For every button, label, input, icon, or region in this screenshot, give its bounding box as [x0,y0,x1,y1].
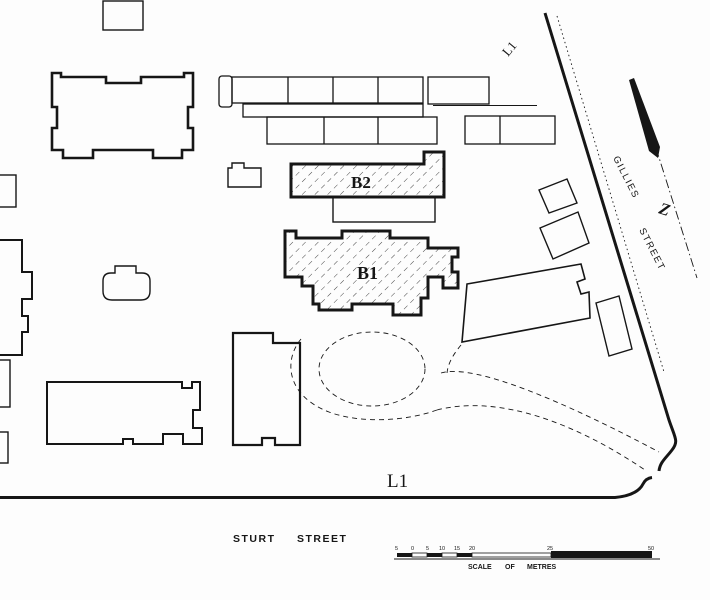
north-arrow-dashline [655,147,698,279]
outbuilding-row2 [266,116,438,145]
scale-bar-segment [471,552,552,558]
scale-bar-segment [457,553,472,557]
outbuilding-row1-east [427,76,490,105]
building-angled-large [461,263,591,343]
scale-bar-ticks: 5 0 5 10 15 20 25 50 [395,546,654,552]
driveway-north-edge [440,371,660,453]
scale-bar-caption: SCALE OF METRES [468,564,557,571]
building-round-kiosk [102,265,151,301]
scale-tick: 15 [454,546,460,552]
building-annex-west-of-b2 [227,162,262,188]
north-needle-icon [629,78,660,158]
lot-label-bottom: L1 [387,471,408,492]
outbuilding-narrow-end [218,75,233,108]
building-southwest-long [46,381,203,445]
building-b2-label: B2 [351,173,371,192]
scale-bar-segment [411,552,428,558]
building-north-small [102,0,144,31]
north-letter: Z [656,198,673,220]
building-b1-outline [283,229,460,317]
building-angled-street-small-2 [539,211,590,260]
driveway-connector [446,344,462,374]
scale-caption-word1: SCALE [468,564,492,571]
driveway-south-edge [436,405,646,471]
scale-caption-word2: OF [505,564,515,571]
building-b2-south-wing [332,196,436,223]
building-west-partial-2 [0,239,33,356]
scale-bar-segment [397,553,412,557]
driveway [290,331,660,471]
building-b1-label: B1 [357,263,378,283]
building-central-tall [231,331,302,447]
boundary-sturt-street-edge [0,476,653,499]
gillies-street-word2: STREET [636,226,667,272]
north-arrow: Z [629,78,698,279]
outbuilding-rows [218,75,556,145]
street-labels: GILLIES STREET STURT STREET [233,154,667,545]
registered-buildings: B2 B1 [283,150,460,317]
site-boundaries [0,12,678,499]
scale-tick: 5 [426,546,429,552]
scale-tick: 5 [395,546,398,552]
scale-tick: 25 [547,546,553,552]
outbuilding-row1 [231,76,424,104]
boundary-gillies-street-edge [543,12,678,472]
sturt-street-word2: STREET [297,533,347,545]
lot-label-top: L1 [499,38,520,59]
building-west-partial-3 [0,359,11,408]
building-west-partial-4 [0,431,9,464]
gillies-street-word1: GILLIES [610,154,641,200]
building-b2-outline [289,150,446,199]
scale-bar-segment [551,551,652,558]
scale-tick: 20 [469,546,475,552]
building-west-partial-1 [0,174,17,208]
outbuilding-row2-east [464,115,556,145]
driveway-oval [318,331,426,407]
scale-bar: 5 0 5 10 15 20 25 50 SCALE OF METRES [394,546,660,571]
scale-caption-word3: METRES [527,564,557,571]
building-angled-street-small-3 [595,295,633,357]
building-angled-street-small-1 [538,178,578,214]
scale-tick: 50 [648,546,654,552]
scale-bar-segment [427,553,442,557]
scale-tick: 10 [439,546,445,552]
outbuilding-row2-strip [242,103,424,118]
sturt-street-word1: STURT [233,533,276,545]
scale-tick: 0 [411,546,414,552]
driveway-outer-west [290,338,438,421]
scale-bar-segment [441,552,458,558]
building-northwest-heritage [50,71,195,160]
gillies-street-kerb-line [556,15,665,373]
